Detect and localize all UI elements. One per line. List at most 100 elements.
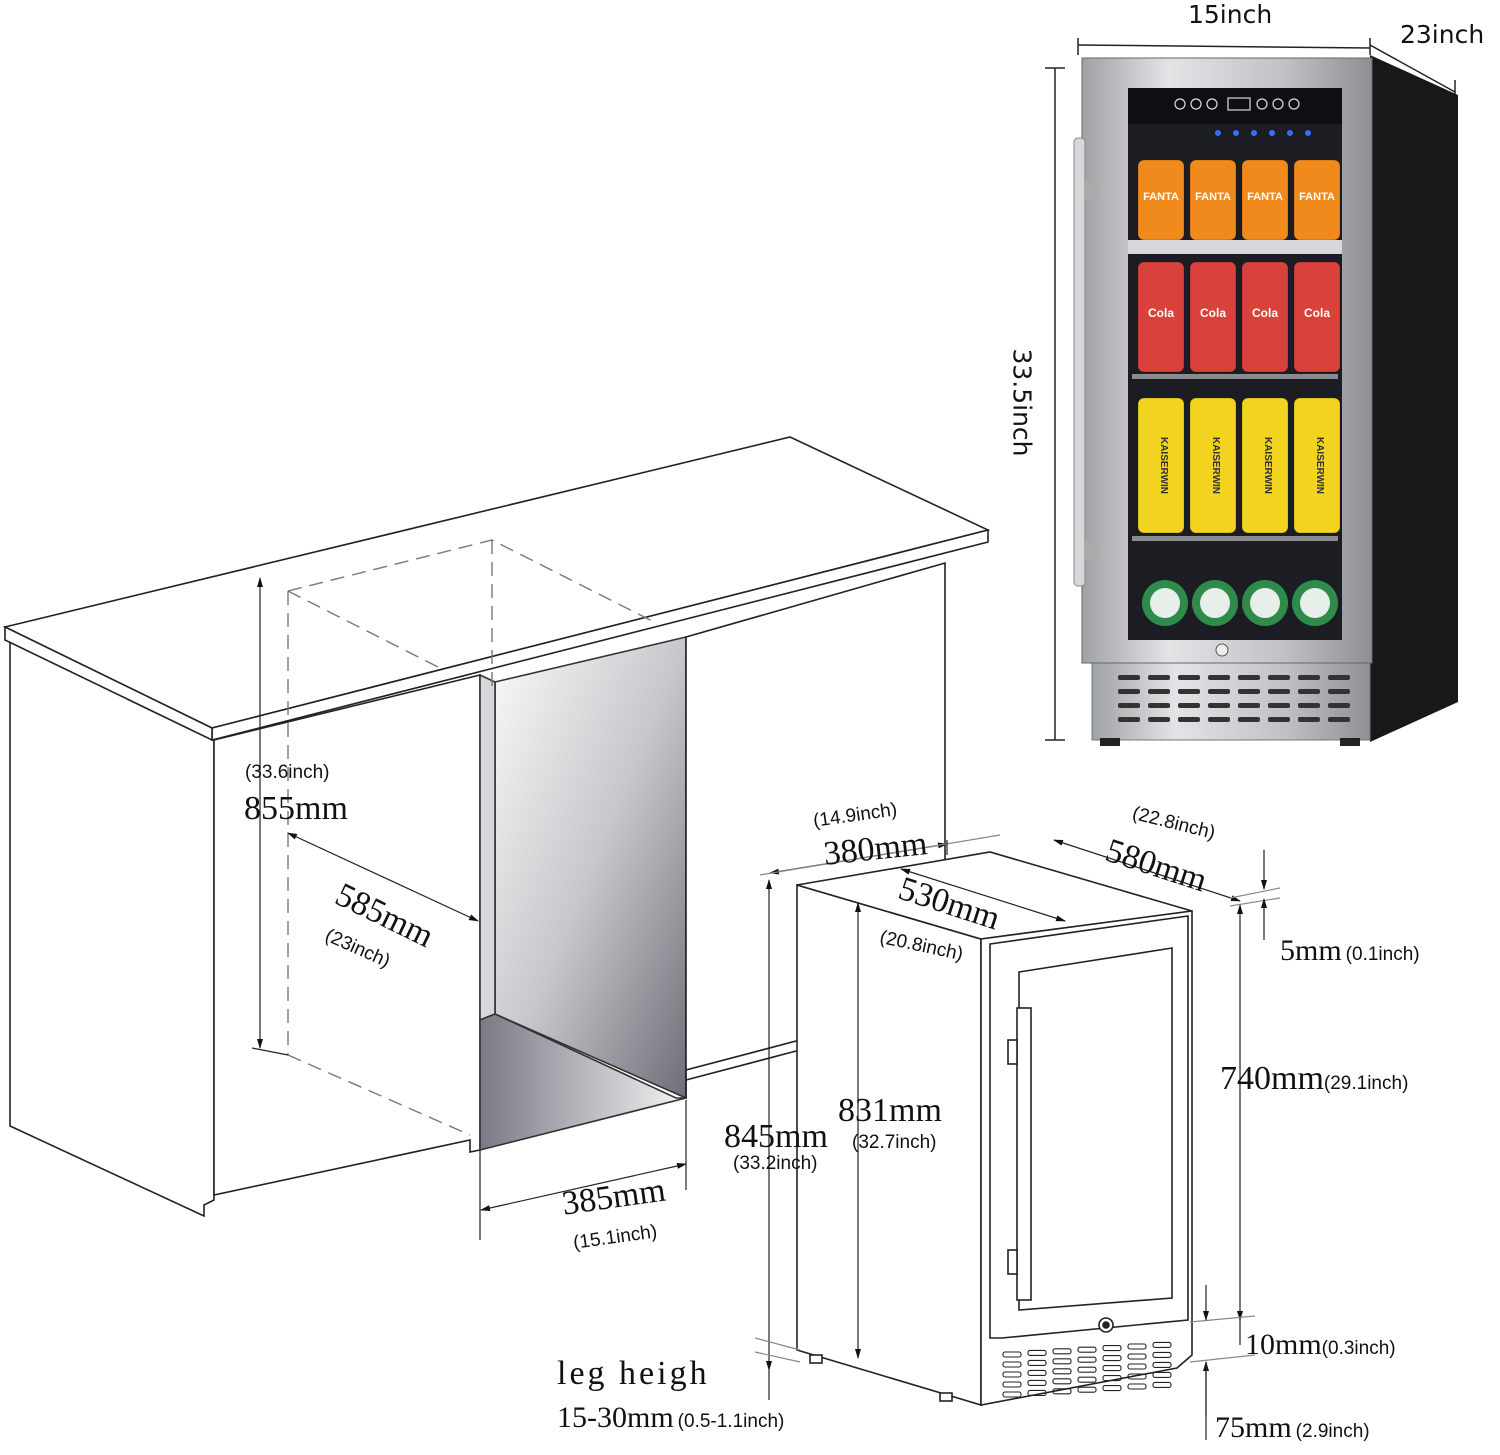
can-lid bbox=[1200, 588, 1230, 618]
can bbox=[1137, 261, 1185, 373]
vent-slot bbox=[1298, 717, 1320, 722]
grille-slot bbox=[1152, 1361, 1172, 1368]
top-gap-inch: (0.1inch) bbox=[1345, 944, 1420, 965]
can-label: Cola bbox=[1148, 306, 1174, 320]
led-light bbox=[1215, 130, 1221, 136]
can-label: Cola bbox=[1252, 306, 1278, 320]
vent-slot bbox=[1238, 717, 1260, 722]
vent-slot bbox=[1178, 689, 1200, 694]
can-label: Cola bbox=[1304, 306, 1330, 320]
dim-385 bbox=[480, 1163, 687, 1211]
total-height-mm: 845mm bbox=[724, 1118, 828, 1155]
led-light bbox=[1233, 130, 1239, 136]
photo-fridge-side bbox=[1370, 55, 1458, 742]
grille-slot bbox=[1027, 1389, 1047, 1396]
grille-slot bbox=[1077, 1346, 1097, 1353]
fridge-glass bbox=[1018, 947, 1173, 1311]
bottom-gap-label: 10mm(0.3inch) bbox=[1245, 1330, 1396, 1360]
grille-slot bbox=[1027, 1369, 1047, 1376]
fridge-grille bbox=[1002, 1341, 1172, 1398]
grille-slot bbox=[1052, 1358, 1072, 1365]
leg-height-label: 15-30mm (0.5-1.1inch) bbox=[557, 1403, 784, 1433]
can bbox=[1241, 261, 1289, 373]
vent-slot bbox=[1178, 717, 1200, 722]
grille-slot bbox=[1052, 1348, 1072, 1355]
grille-slot bbox=[1052, 1388, 1072, 1395]
vent-slot bbox=[1118, 689, 1140, 694]
vent-slot bbox=[1328, 703, 1350, 708]
can-label: FANTA bbox=[1299, 191, 1335, 203]
vent-slot bbox=[1268, 689, 1290, 694]
door-height-inch: (29.1inch) bbox=[1323, 1073, 1409, 1094]
vent-slot bbox=[1298, 703, 1320, 708]
photo-shelf-2 bbox=[1132, 374, 1338, 379]
leg-height-title: leg heigh bbox=[557, 1355, 710, 1392]
grille-slot bbox=[1127, 1353, 1147, 1360]
grille-slot bbox=[1077, 1366, 1097, 1373]
door-height-mm: 740mm bbox=[1220, 1060, 1324, 1097]
vent-slot bbox=[1148, 675, 1170, 680]
grille-slot bbox=[1127, 1343, 1147, 1350]
vent-slot bbox=[1208, 689, 1230, 694]
can-lid bbox=[1150, 588, 1180, 618]
grille-slot bbox=[1002, 1351, 1022, 1358]
control-button-icon bbox=[1256, 98, 1268, 110]
vent-slot bbox=[1148, 689, 1170, 694]
photo-width-line bbox=[1077, 44, 1371, 49]
vent-slot bbox=[1328, 689, 1350, 694]
can-label: KAISERWIN bbox=[1158, 437, 1169, 494]
grille-slot bbox=[1127, 1383, 1147, 1390]
grille-slot bbox=[1102, 1375, 1122, 1382]
vent-slot bbox=[1118, 717, 1140, 722]
dim-530 bbox=[900, 868, 1066, 922]
can bbox=[1137, 397, 1185, 534]
can-label: FANTA bbox=[1143, 191, 1179, 203]
can-label: FANTA bbox=[1247, 191, 1283, 203]
total-height-inch: (33.2inch) bbox=[733, 1153, 818, 1174]
led-light bbox=[1287, 130, 1293, 136]
can-label: KAISERWIN bbox=[1314, 437, 1325, 494]
can bbox=[1293, 261, 1341, 373]
vent-slot bbox=[1298, 675, 1320, 680]
grille-slot bbox=[1002, 1381, 1022, 1388]
can-label: KAISERWIN bbox=[1262, 437, 1273, 494]
grille-slot bbox=[1127, 1373, 1147, 1380]
opening-floor bbox=[479, 1013, 687, 1152]
vent-slot bbox=[1118, 675, 1140, 680]
vent-slot bbox=[1238, 675, 1260, 680]
grille-slot bbox=[1152, 1351, 1172, 1358]
grille-slot bbox=[1102, 1365, 1122, 1372]
vent-slot bbox=[1268, 717, 1290, 722]
vent-slot bbox=[1298, 689, 1320, 694]
temperature-display bbox=[1227, 97, 1251, 111]
grille-slot bbox=[1077, 1376, 1097, 1383]
vent-slot bbox=[1148, 717, 1170, 722]
vent-slots bbox=[1118, 675, 1350, 722]
grille-slot bbox=[1027, 1349, 1047, 1356]
cabinet-height-mm: 855mm bbox=[244, 790, 348, 827]
vent-slot bbox=[1238, 703, 1260, 708]
grille-slot bbox=[1052, 1378, 1072, 1385]
led-light bbox=[1305, 130, 1311, 136]
grille-slot bbox=[1152, 1371, 1172, 1378]
control-panel bbox=[1174, 97, 1300, 111]
vent-slot bbox=[1268, 675, 1290, 680]
vent-slot bbox=[1238, 689, 1260, 694]
vent-slot bbox=[1148, 703, 1170, 708]
grille-slot bbox=[1002, 1371, 1022, 1378]
led-lights bbox=[1215, 130, 1311, 136]
base-height-inch: (2.9inch) bbox=[1295, 1421, 1370, 1442]
fridge-drawing bbox=[796, 851, 1193, 1407]
cabinet-dimension-lines bbox=[251, 577, 687, 1240]
control-button-icon bbox=[1288, 98, 1300, 110]
can-label: KAISERWIN bbox=[1210, 437, 1221, 494]
grille-slot bbox=[1152, 1381, 1172, 1388]
can-lid bbox=[1300, 588, 1330, 618]
control-button-icon bbox=[1206, 98, 1218, 110]
fridge-outline-dashed bbox=[287, 539, 659, 1136]
photo-shelf-1 bbox=[1128, 240, 1342, 254]
grille-slot bbox=[1002, 1361, 1022, 1368]
vent-slot bbox=[1328, 675, 1350, 680]
